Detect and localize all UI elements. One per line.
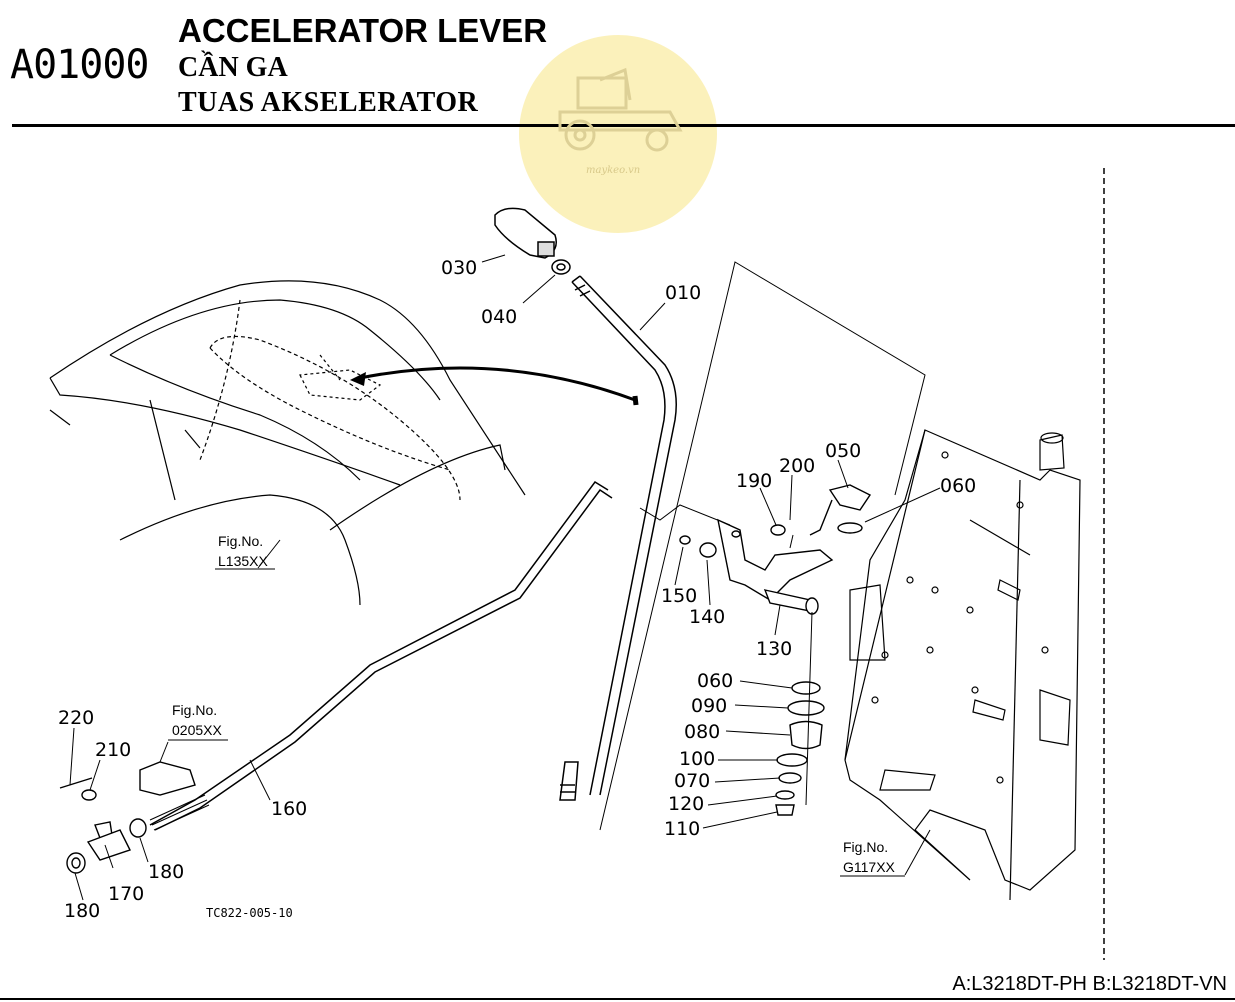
figref-g117: Fig.No. G117XX <box>840 839 905 877</box>
title-vietnamese: CẦN GA <box>178 52 288 83</box>
lever-bracket-130 <box>717 518 834 615</box>
label-120: 120 <box>668 793 704 815</box>
svg-text:L135XX: L135XX <box>218 553 268 569</box>
model-footer: A:L3218DT-PH B:L3218DT-VN <box>952 973 1227 995</box>
location-arrow <box>359 366 636 402</box>
label-100: 100 <box>679 748 715 770</box>
title-english: ACCELERATOR LEVER <box>178 12 548 49</box>
label-130: 130 <box>756 638 792 660</box>
label-090: 090 <box>691 695 727 717</box>
label-010: 010 <box>665 282 701 304</box>
label-060-lower: 060 <box>697 670 733 692</box>
svg-text:Fig.No.: Fig.No. <box>843 839 888 855</box>
assembly-axis <box>805 611 813 806</box>
label-030: 030 <box>441 257 477 279</box>
footer-rule <box>0 998 1235 1000</box>
pin-050 <box>809 484 872 536</box>
label-150: 150 <box>661 585 697 607</box>
figref-0205: Fig.No. 0205XX <box>168 702 228 741</box>
svg-text:Fig.No.: Fig.No. <box>172 702 217 718</box>
label-080: 080 <box>684 721 720 743</box>
header-rule <box>12 124 1235 127</box>
lower-left-parts <box>59 761 196 874</box>
title-indonesian: TUAS AKSELERATOR <box>178 87 479 118</box>
section-code: A01000 <box>10 42 149 88</box>
figref-l135: Fig.No. L135XX <box>215 533 275 570</box>
rod-160 <box>149 481 613 831</box>
svg-text:G117XX: G117XX <box>843 859 896 875</box>
label-200: 200 <box>779 455 815 477</box>
dashboard-outline <box>49 280 526 606</box>
label-220: 220 <box>58 707 94 729</box>
watermark-logo <box>519 35 717 233</box>
label-190: 190 <box>736 470 772 492</box>
label-140: 140 <box>689 606 725 628</box>
label-170: 170 <box>108 883 144 905</box>
washers-stack <box>679 522 863 816</box>
label-040: 040 <box>481 306 517 328</box>
panel-outline <box>599 261 926 831</box>
panel-step <box>639 504 731 526</box>
chassis-frame <box>844 429 1081 901</box>
leader-lines <box>69 254 941 901</box>
svg-text:0205XX: 0205XX <box>172 722 222 738</box>
label-070: 070 <box>674 770 710 792</box>
knob-030 <box>494 207 557 259</box>
label-180-left: 180 <box>64 900 100 922</box>
label-110: 110 <box>664 818 700 840</box>
label-180-right: 180 <box>148 861 184 883</box>
arrow-head-icon <box>350 372 366 386</box>
watermark-text: maykeo.vn <box>586 165 641 176</box>
label-210: 210 <box>95 739 131 761</box>
label-050: 050 <box>825 440 861 462</box>
label-160: 160 <box>271 798 307 820</box>
tractor-icon <box>558 67 683 152</box>
label-060-upper: 060 <box>940 475 976 497</box>
nut-040 <box>551 259 571 275</box>
arrow-tail <box>632 395 639 406</box>
drawing-code: TC822-005-10 <box>206 906 293 920</box>
svg-text:Fig.No.: Fig.No. <box>218 533 263 549</box>
lever-rod-010 <box>559 275 677 801</box>
